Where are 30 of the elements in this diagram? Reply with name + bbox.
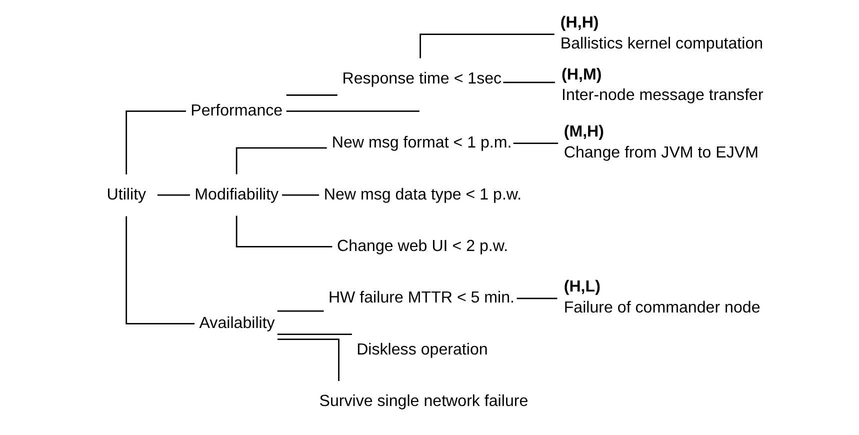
node-text: Utility [106, 184, 146, 203]
node-text: Change web UI < 2 p.w. [337, 236, 508, 254]
node-text: (H,H) Ballistics kernel computation [560, 13, 764, 52]
connector [516, 297, 558, 299]
node-text: Modifiability [194, 184, 279, 203]
connector [286, 94, 338, 96]
node-text: Diskless operation [356, 340, 488, 358]
node-text: New msg data type < 1 p.w. [324, 184, 522, 203]
node-text: Response time < 1sec [342, 68, 502, 87]
node-text: (H,L) Failure of commander node [564, 277, 760, 316]
node-text: HW failure MTTR < 5 min. [328, 288, 515, 306]
connector [126, 216, 195, 324]
connector [126, 110, 186, 174]
connector [282, 194, 320, 196]
connector [236, 215, 332, 247]
connector [277, 310, 324, 312]
connector [278, 338, 340, 380]
node-text: Survive single network failure [319, 391, 528, 410]
connector [157, 194, 190, 196]
connector [420, 33, 554, 58]
node-text: (M,H) Change from JVM to EJVM [564, 122, 758, 161]
connector [503, 81, 555, 83]
connector [286, 110, 420, 112]
connector [513, 142, 558, 144]
connector [236, 146, 327, 174]
node-text: New msg format < 1 p.m. [332, 133, 512, 152]
node-text: Availability [199, 313, 275, 332]
connector [277, 333, 352, 335]
node-text: Performance [190, 100, 283, 119]
node-text: (H,M) Inter-node message transfer [562, 64, 764, 104]
